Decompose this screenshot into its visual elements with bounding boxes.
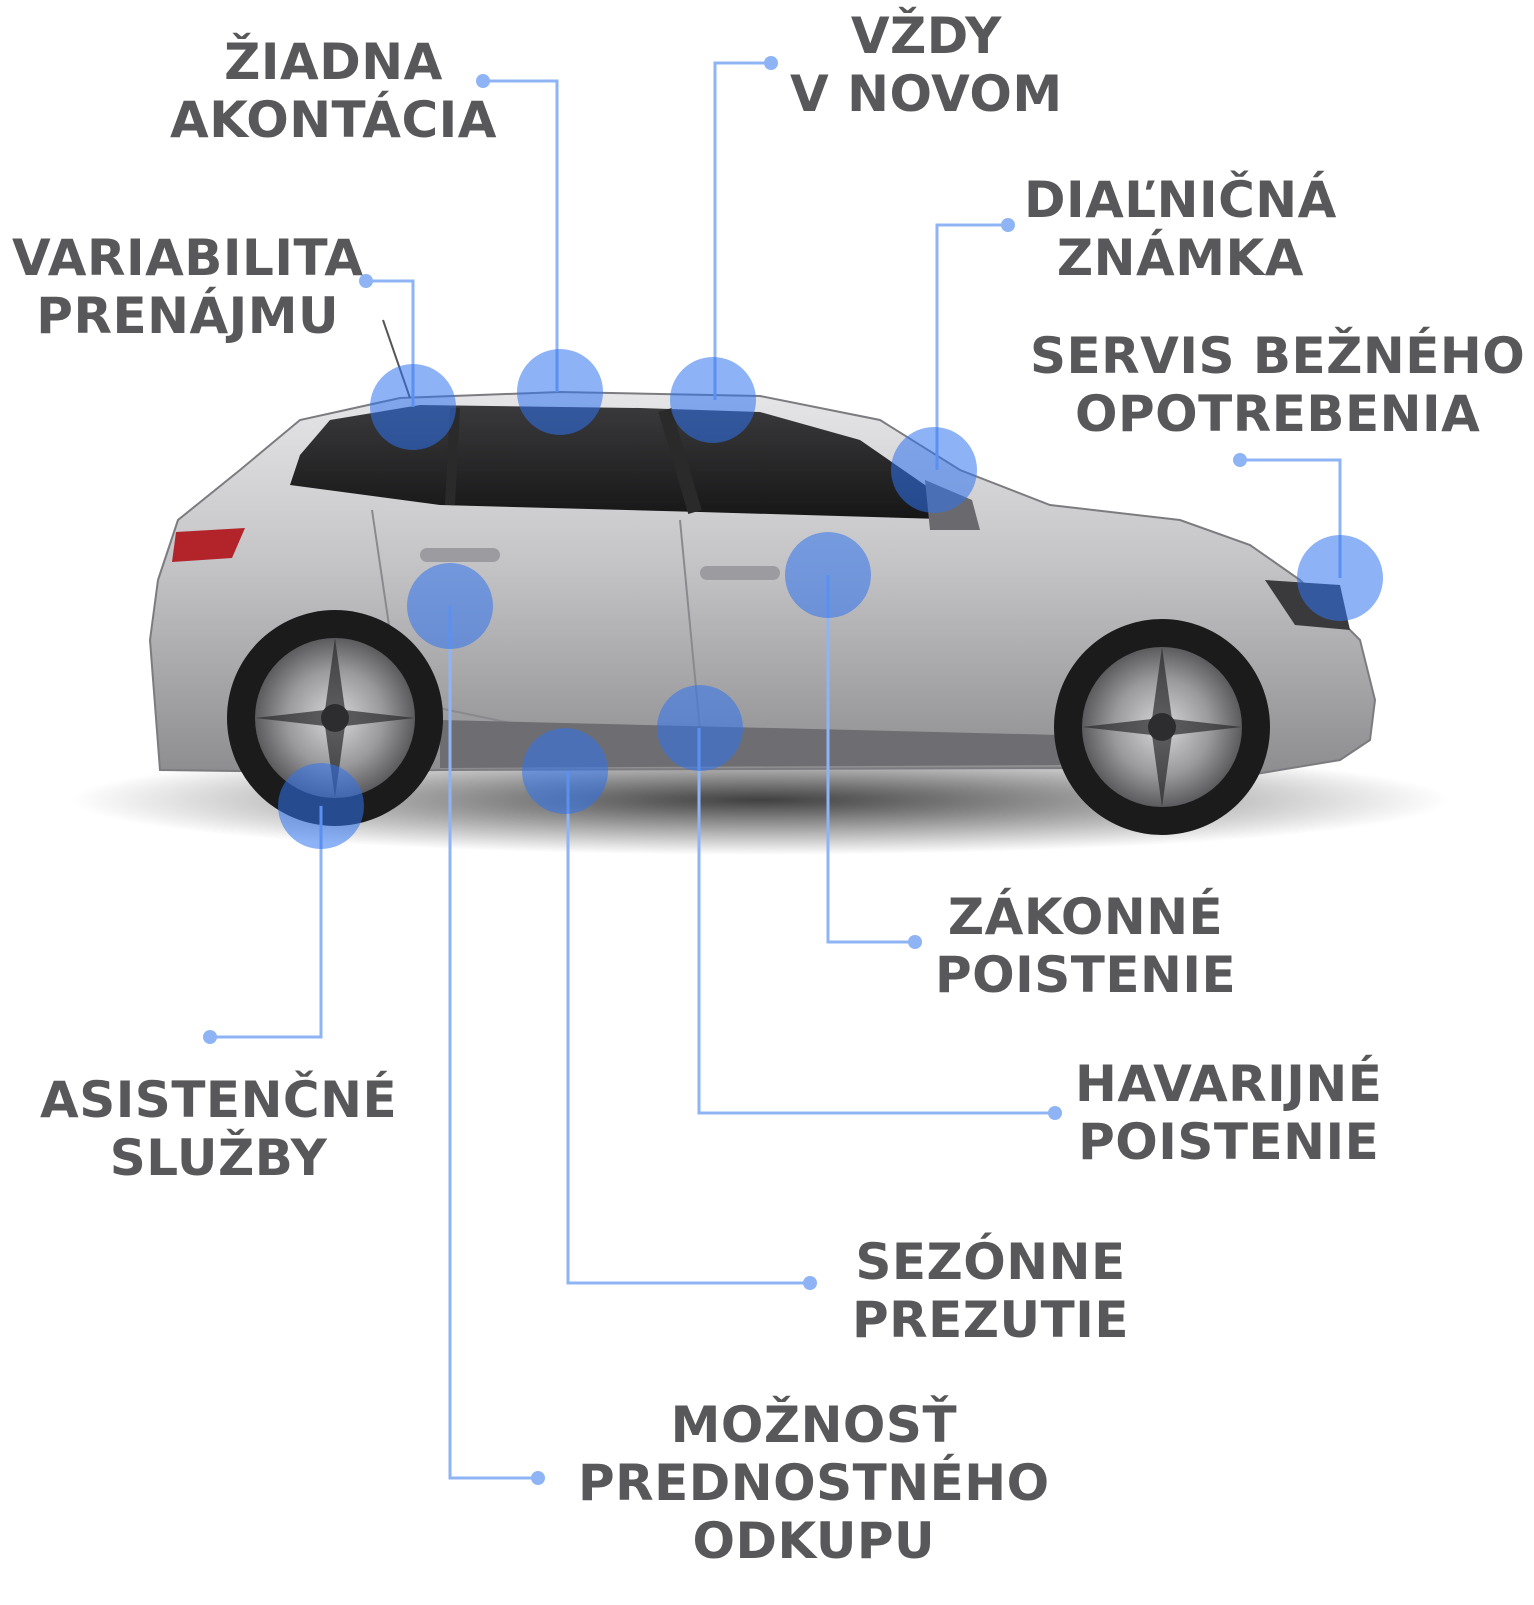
hotspot-ziadna-akontacia[interactable]	[517, 349, 603, 435]
connectors	[210, 61, 1342, 1480]
label-dialnicna-znamka: DIAĽNIČNÁ ZNÁMKA	[1024, 171, 1337, 287]
label-line: SERVIS BEŽNÉHO	[1030, 327, 1526, 385]
dot-variabilita-prenajmu	[359, 274, 373, 288]
tail-light	[172, 528, 245, 562]
dot-havarijne-poistenie	[1048, 1106, 1062, 1120]
dot-vzdy-v-novom	[764, 56, 778, 70]
label-line: POISTENIE	[1078, 1113, 1380, 1171]
window-pillar-front	[658, 408, 702, 514]
hotspots	[278, 349, 1383, 849]
label-line: DIAĽNIČNÁ	[1024, 171, 1337, 229]
hotspot-dialnicna-znamka[interactable]	[891, 427, 977, 513]
label-line: PRENÁJMU	[36, 287, 340, 345]
hotspot-vzdy-v-novom[interactable]	[670, 357, 756, 443]
label-line: VARIABILITA	[12, 229, 364, 287]
label-line: PREDNOSTNÉHO	[578, 1454, 1050, 1512]
dot-servis-bezneho-opotrebenia	[1233, 453, 1247, 467]
connector-dialnicna-znamka	[935, 223, 1008, 470]
connector-zakonne-poistenie	[826, 575, 915, 944]
label-line: V NOVOM	[790, 65, 1063, 123]
label-sezonne-prezutie: SEZÓNNE PREZUTIE	[852, 1233, 1129, 1349]
label-line: ZÁKONNÉ	[947, 888, 1224, 946]
label-line: SEZÓNNE	[855, 1233, 1126, 1291]
label-line: SLUŽBY	[109, 1129, 328, 1187]
label-line: VŽDY	[850, 7, 1002, 65]
dot-zakonne-poistenie	[908, 935, 922, 949]
label-vzdy-v-novom: VŽDY V NOVOM	[790, 7, 1063, 123]
label-line: MOŽNOSŤ	[670, 1396, 958, 1454]
dot-asistencne-sluzby	[203, 1030, 217, 1044]
connector-havarijne-poistenie	[697, 728, 1055, 1115]
label-line: AKONTÁCIA	[170, 91, 497, 149]
hotspot-servis-bezneho-opotrebenia[interactable]	[1297, 535, 1383, 621]
connector-sezonne-prezutie	[566, 771, 810, 1285]
hotspot-moznost-prednostneho-odkupu[interactable]	[407, 563, 493, 649]
dot-moznost-prednostneho-odkupu	[531, 1471, 545, 1485]
label-line: POISTENIE	[935, 946, 1237, 1004]
label-servis-bezneho-opotrebenia: SERVIS BEŽNÉHO OPOTREBENIA	[1030, 327, 1525, 443]
hotspot-sezonne-prezutie[interactable]	[522, 728, 608, 814]
window-pillar-rear	[445, 407, 460, 506]
dot-dialnicna-znamka	[1001, 218, 1015, 232]
connector-vzdy-v-novom	[713, 61, 771, 400]
label-moznost-prednostneho-odkupu: MOŽNOSŤ PREDNOSTNÉHO ODKUPU	[578, 1396, 1050, 1570]
door-handle-front	[700, 566, 780, 580]
front-wheel	[1054, 619, 1270, 835]
label-zakonne-poistenie: ZÁKONNÉ POISTENIE	[935, 888, 1236, 1004]
connector-asistencne-sluzby	[210, 806, 323, 1039]
label-asistencne-sluzby: ASISTENČNÉ SLUŽBY	[40, 1071, 397, 1187]
car-image	[70, 319, 1450, 855]
label-line: HAVARIJNÉ	[1075, 1055, 1383, 1113]
label-line: ŽIADNA	[224, 33, 443, 91]
hotspot-zakonne-poistenie[interactable]	[785, 532, 871, 618]
label-line: ZNÁMKA	[1056, 229, 1304, 287]
car-windows	[290, 405, 975, 520]
label-ziadna-akontacia: ŽIADNA AKONTÁCIA	[170, 33, 497, 149]
label-line: ODKUPU	[692, 1512, 936, 1570]
label-line: PREZUTIE	[852, 1291, 1130, 1349]
door-handle-rear	[420, 548, 500, 562]
hotspot-asistencne-sluzby[interactable]	[278, 763, 364, 849]
label-line: ASISTENČNÉ	[40, 1071, 398, 1129]
hotspot-variabilita-prenajmu[interactable]	[370, 364, 456, 450]
label-variabilita-prenajmu: VARIABILITA PRENÁJMU	[12, 229, 363, 345]
dot-ziadna-akontacia	[476, 74, 490, 88]
connector-moznost-prednostneho-odkupu	[448, 606, 538, 1480]
connector-dots	[203, 56, 1247, 1485]
rear-wheel	[227, 610, 443, 826]
label-havarijne-poistenie: HAVARIJNÉ POISTENIE	[1075, 1055, 1382, 1171]
dot-sezonne-prezutie	[803, 1276, 817, 1290]
hotspot-havarijne-poistenie[interactable]	[657, 685, 743, 771]
connector-ziadna-akontacia	[483, 79, 559, 392]
label-line: OPOTREBENIA	[1074, 385, 1481, 443]
